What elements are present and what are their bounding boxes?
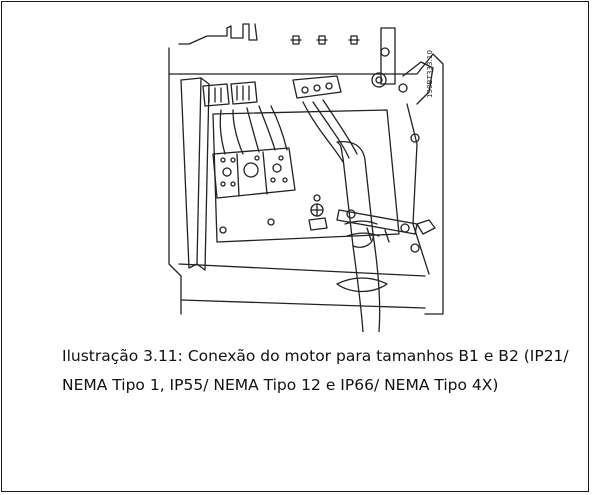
figure-reference-code: 130BT333.10 [426,49,434,98]
motor-wiring-illustration [168,23,444,332]
figure-caption: Ilustração 3.11: Conexão do motor para t… [62,347,569,394]
